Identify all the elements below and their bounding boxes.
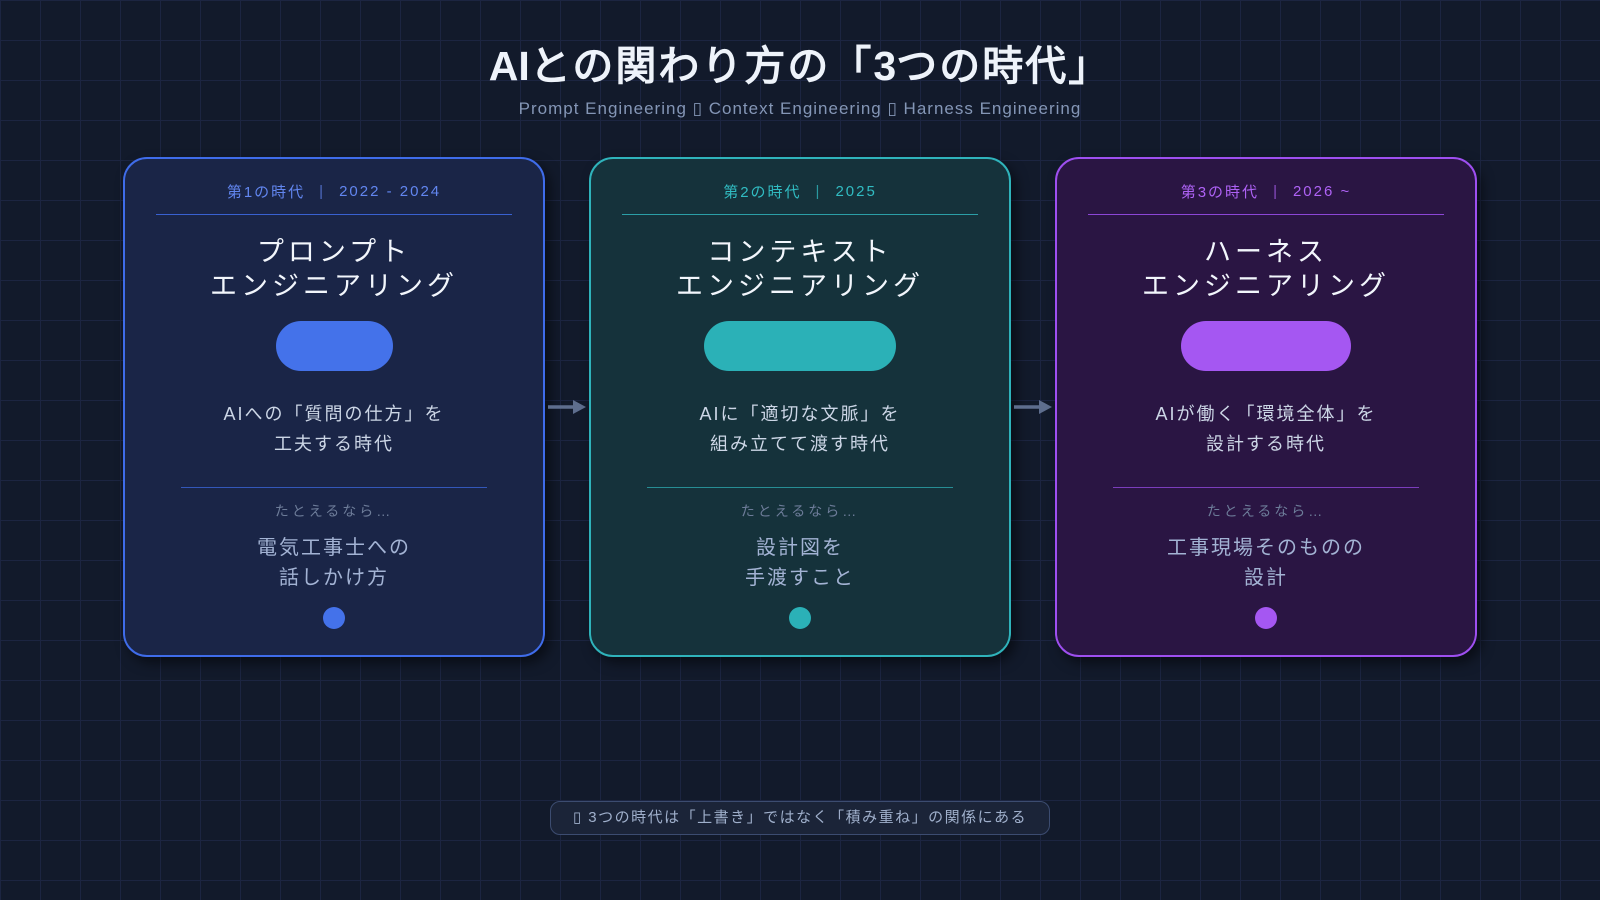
analogy-line-1: 設計図を bbox=[756, 537, 844, 559]
analogy-text: 工事現場そのものの設計 bbox=[1167, 533, 1365, 593]
era-badge-pill bbox=[275, 321, 393, 371]
era-description-line-1: AIに「適切な文脈」を bbox=[699, 404, 901, 424]
title-three-strong: 3 bbox=[873, 43, 897, 89]
card-title-line-2: エンジニアリング bbox=[210, 271, 458, 301]
title-end-text: つの時代」 bbox=[896, 43, 1112, 89]
era-period: 2026 ~ bbox=[1292, 183, 1352, 200]
analogy-divider bbox=[1113, 487, 1419, 488]
header-divider bbox=[156, 214, 512, 215]
era-description: AIに「適切な文脈」を組み立てて渡す時代 bbox=[699, 399, 900, 459]
title-ai-strong: AI bbox=[488, 43, 530, 89]
page-subtitle: Prompt Engineering ▯ Context Engineering… bbox=[518, 99, 1082, 118]
era-label: 第2の時代 bbox=[723, 184, 802, 201]
era-header: 第1の時代 | 2022 - 2024 bbox=[227, 181, 441, 202]
analogy-label: たとえるなら… bbox=[274, 503, 394, 519]
era-cards-row: 第1の時代 | 2022 - 2024 プロンプトエンジニアリング AIへの「質… bbox=[0, 157, 1600, 657]
card-title-line-1: コンテキスト bbox=[707, 237, 893, 267]
accent-dot bbox=[323, 607, 345, 629]
era-description-line-1: AIが働く「環境全体」を bbox=[1155, 404, 1377, 424]
accent-dot bbox=[789, 607, 811, 629]
page-title: AIとの関わり方の「3つの時代」 bbox=[0, 42, 1600, 90]
era-badge-pill bbox=[1181, 321, 1351, 371]
arrow-right-icon bbox=[1011, 157, 1055, 415]
era-card-harness-engineering: 第3の時代 | 2026 ~ ハーネスエンジニアリング AIが働く「環境全体」を… bbox=[1055, 157, 1477, 657]
page-footer: ▯ 3つの時代は「上書き」ではなく「積み重ね」の関係にある bbox=[0, 801, 1600, 835]
era-header: 第2の時代 | 2025 bbox=[723, 181, 877, 202]
infographic-page: AIとの関わり方の「3つの時代」 Prompt Engineering ▯ Co… bbox=[0, 0, 1600, 835]
arrow-right-icon bbox=[545, 157, 589, 415]
era-period: 2025 bbox=[835, 183, 877, 200]
analogy-line-1: 工事現場そのものの bbox=[1167, 537, 1365, 559]
card-title: コンテキストエンジニアリング bbox=[676, 235, 924, 303]
analogy-label: たとえるなら… bbox=[1206, 503, 1326, 519]
era-description: AIへの「質問の仕方」を工夫する時代 bbox=[223, 399, 444, 459]
era-description-line-1: AIへの「質問の仕方」を bbox=[223, 404, 445, 424]
analogy-line-2: 設計 bbox=[1244, 567, 1288, 589]
page-header: AIとの関わり方の「3つの時代」 Prompt Engineering ▯ Co… bbox=[0, 0, 1600, 120]
title-middle-text: との関わり方の「 bbox=[529, 43, 874, 89]
era-separator: | bbox=[815, 183, 822, 200]
analogy-line-2: 手渡すこと bbox=[745, 567, 855, 589]
era-description: AIが働く「環境全体」を設計する時代 bbox=[1155, 399, 1376, 459]
era-description-line-2: 工夫する時代 bbox=[273, 434, 394, 454]
analogy-label: たとえるなら… bbox=[740, 503, 860, 519]
card-title: プロンプトエンジニアリング bbox=[210, 235, 458, 303]
era-card-prompt-engineering: 第1の時代 | 2022 - 2024 プロンプトエンジニアリング AIへの「質… bbox=[123, 157, 545, 657]
analogy-text: 電気工事士への話しかけ方 bbox=[257, 533, 411, 593]
card-title-line-1: ハーネス bbox=[1204, 237, 1328, 267]
era-header: 第3の時代 | 2026 ~ bbox=[1181, 181, 1352, 202]
era-badge-pill bbox=[704, 321, 896, 371]
card-title-line-1: プロンプト bbox=[256, 237, 412, 267]
era-description-line-2: 組み立てて渡す時代 bbox=[709, 434, 890, 454]
analogy-divider bbox=[181, 487, 487, 488]
era-label: 第3の時代 bbox=[1180, 184, 1260, 201]
card-title-line-2: エンジニアリング bbox=[676, 271, 924, 301]
card-title-line-2: エンジニアリング bbox=[1142, 271, 1390, 301]
era-period: 2022 - 2024 bbox=[339, 183, 442, 200]
analogy-line-2: 話しかけ方 bbox=[279, 567, 389, 589]
analogy-line-1: 電気工事士への bbox=[257, 537, 411, 559]
era-separator: | bbox=[1273, 183, 1279, 200]
era-card-context-engineering: 第2の時代 | 2025 コンテキストエンジニアリング AIに「適切な文脈」を組… bbox=[589, 157, 1011, 657]
analogy-text: 設計図を手渡すこと bbox=[745, 533, 855, 593]
header-divider bbox=[622, 214, 978, 215]
header-divider bbox=[1088, 214, 1444, 215]
analogy-divider bbox=[647, 487, 953, 488]
era-label: 第1の時代 bbox=[226, 184, 306, 201]
footnote-pill: ▯ 3つの時代は「上書き」ではなく「積み重ね」の関係にある bbox=[549, 801, 1051, 835]
accent-dot bbox=[1255, 607, 1277, 629]
era-separator: | bbox=[319, 183, 326, 200]
card-title: ハーネスエンジニアリング bbox=[1142, 235, 1390, 303]
era-description-line-2: 設計する時代 bbox=[1205, 434, 1326, 454]
